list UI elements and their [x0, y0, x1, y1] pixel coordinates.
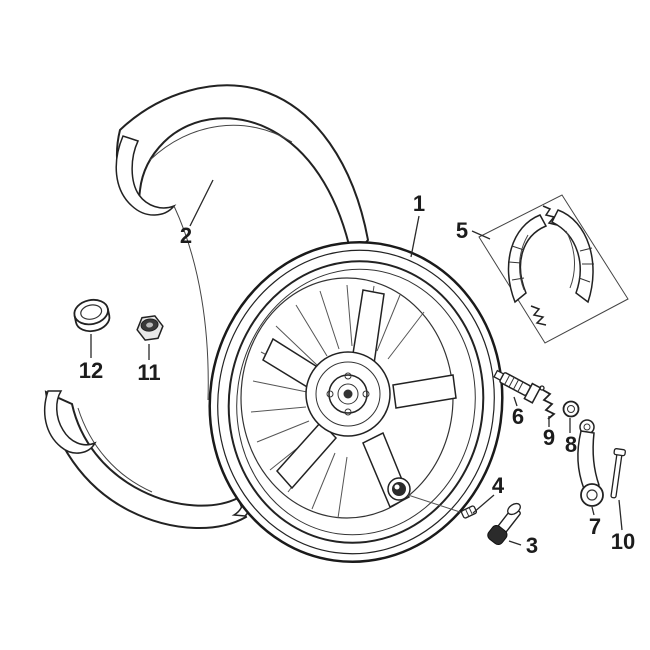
part-4-valve-nut — [460, 505, 478, 519]
leader-line-2 — [189, 179, 214, 227]
leader-line-4 — [472, 494, 495, 514]
callout-3: 3 — [525, 533, 539, 558]
part-9-spring — [539, 385, 556, 420]
part-3-valve-stem — [487, 502, 521, 546]
brake-spring-top — [542, 205, 558, 226]
leader-line-10 — [618, 499, 623, 531]
part-10-pin — [610, 448, 626, 499]
leader-line-6 — [513, 396, 518, 407]
wheel-hub — [305, 351, 391, 437]
callout-2: 2 — [179, 223, 193, 248]
tire-lower-cross-section-left — [43, 390, 97, 454]
callout-10: 10 — [610, 529, 636, 554]
part-8-washer — [562, 400, 580, 418]
callout-6: 6 — [511, 404, 525, 429]
callout-1: 1 — [412, 191, 426, 216]
brake-shoe-left — [507, 214, 548, 304]
tire-sidewall-line — [173, 205, 209, 401]
part-11-nut — [136, 315, 164, 341]
callout-7: 7 — [588, 514, 602, 539]
brake-shoe-panel — [478, 194, 629, 344]
callout-11: 11 — [137, 360, 161, 385]
leader-line-1 — [410, 215, 420, 258]
leader-line-3 — [508, 540, 522, 546]
part-12-seal-cup — [73, 298, 111, 333]
part-7-brake-arm — [577, 419, 604, 507]
leader-line-5 — [471, 230, 491, 240]
leader-line-7 — [591, 506, 595, 516]
callout-9: 9 — [542, 425, 556, 450]
valve-assembly-line — [407, 494, 461, 513]
callout-12: 12 — [78, 358, 104, 383]
callout-4: 4 — [491, 473, 505, 498]
spoke — [392, 374, 457, 409]
tire-upper-section — [115, 84, 370, 401]
callout-8: 8 — [564, 432, 578, 457]
valve-hole — [387, 477, 411, 501]
part-6-bolt — [493, 369, 542, 404]
brake-spring-bottom — [530, 305, 547, 326]
callout-5: 5 — [455, 218, 469, 243]
